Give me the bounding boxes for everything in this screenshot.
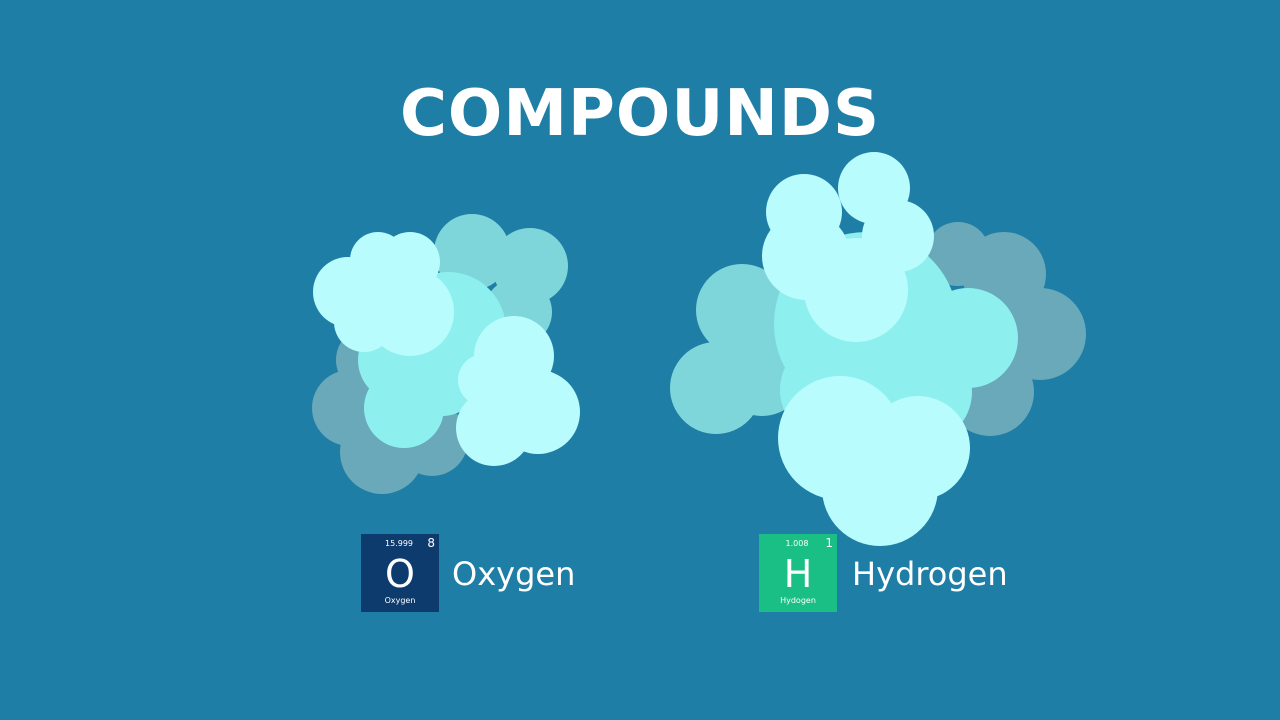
oxygen-atom-cloud	[312, 214, 580, 494]
oxygen-symbol: O	[385, 552, 415, 596]
hydrogen-label: Hydrogen	[852, 555, 1008, 593]
oxygen-atomic-mass: 15.999	[385, 539, 413, 548]
slide-title: COMPOUNDS	[399, 77, 881, 151]
oxygen-cloud-mid	[434, 214, 568, 346]
oxygen-cloud-highlight	[313, 232, 580, 466]
hydrogen-atomic-mass: 1.008	[785, 539, 809, 548]
hydrogen-symbol: H	[783, 552, 813, 596]
oxygen-atomic-number: 8	[427, 536, 435, 550]
hydrogen-atom-cloud	[670, 152, 1086, 546]
oxygen-element-tile: 15.999 8 O Oxygen	[361, 534, 439, 612]
hydrogen-tile-name: Hydogen	[780, 596, 816, 605]
hydrogen-element-tile: 1.008 1 H Hydogen	[759, 534, 837, 612]
hydrogen-cloud-highlight	[762, 152, 970, 546]
oxygen-tile-name: Oxygen	[384, 596, 416, 605]
hydrogen-atomic-number: 1	[825, 536, 833, 550]
oxygen-label: Oxygen	[452, 555, 576, 593]
